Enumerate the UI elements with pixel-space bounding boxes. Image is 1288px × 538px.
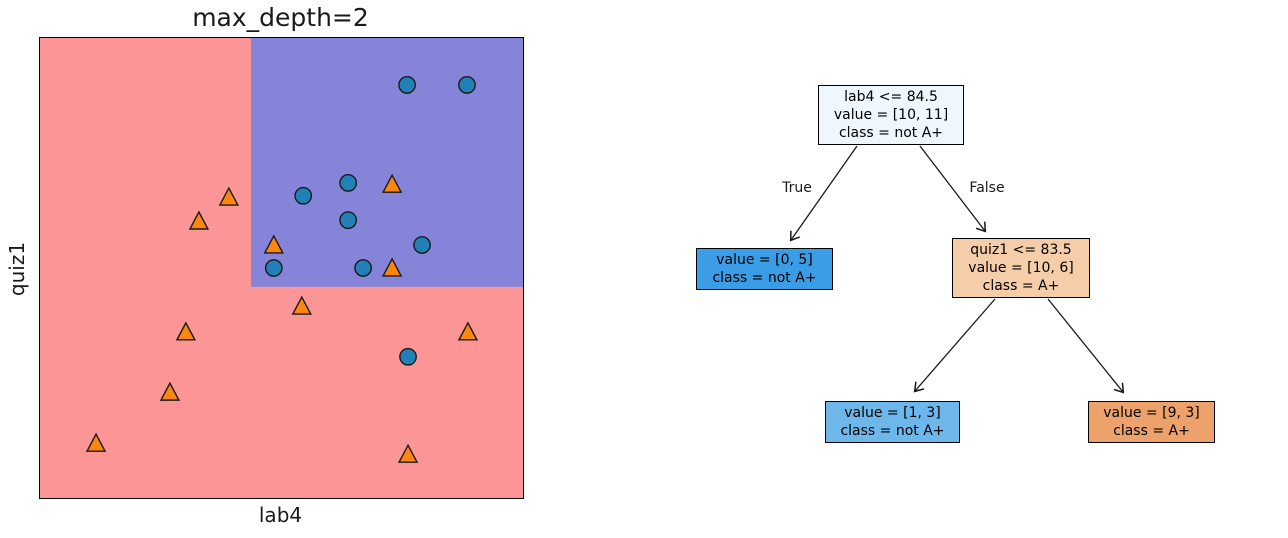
scatter-point-triangle (188, 210, 210, 230)
scatter-plot-svg (40, 38, 523, 498)
scatter-point-triangle (159, 381, 181, 401)
scatter-point-circle (399, 347, 417, 366)
tree-node-root-condition: lab4 <= 84.5 (844, 89, 938, 105)
tree-node-bottom-left-leaf-class: class = not A+ (840, 423, 945, 439)
scatter-point-circle (398, 76, 416, 94)
tree-node-root: lab4 <= 84.5 value = [10, 11] class = no… (818, 85, 964, 145)
tree-node-root-value: value = [10, 11] (833, 107, 949, 123)
tree-edge-label-true: True (782, 180, 812, 196)
scatter-point-circle (458, 76, 476, 94)
scatter-point-triangle (85, 432, 107, 452)
tree-node-bottom-right-leaf-value: value = [9, 3] (1103, 405, 1200, 421)
tree-node-bottom-right-leaf-class: class = A+ (1113, 423, 1190, 439)
tree-edge-right-node-left-arrow (913, 298, 996, 393)
tree-node-bottom-left-leaf: value = [1, 3] class = not A+ (825, 401, 960, 443)
scatter-point-circle (354, 259, 373, 277)
scatter-point-triangle (381, 257, 403, 277)
tree-node-right-split-class: class = A+ (982, 278, 1060, 294)
tree-node-bottom-right-leaf: value = [9, 3] class = A+ (1088, 401, 1215, 443)
scatter-point-circle (339, 211, 358, 230)
scatter-point-triangle (381, 173, 403, 193)
scatter-point-triangle (291, 295, 312, 315)
decision-boundary-plot (39, 37, 524, 499)
scatter-point-triangle (457, 321, 479, 341)
tree-edge-label-false: False (969, 180, 1005, 196)
tree-node-right-split-value: value = [10, 6] (968, 260, 1074, 276)
positive-class-region (251, 38, 523, 287)
scatter-point-triangle (263, 234, 284, 254)
plot-title: max_depth=2 (192, 3, 369, 32)
scatter-point-triangle (397, 443, 419, 463)
y-axis-label-text: quiz1 (5, 241, 29, 297)
tree-node-left-leaf: value = [0, 5] class = not A+ (696, 248, 833, 290)
tree-node-bottom-left-leaf-value: value = [1, 3] (844, 405, 941, 421)
scatter-point-triangle (218, 186, 240, 206)
scatter-point-circle (339, 173, 358, 192)
x-axis-label: lab4 (258, 503, 303, 527)
tree-node-left-leaf-value: value = [0, 5] (716, 252, 813, 268)
scatter-point-circle (413, 236, 431, 254)
scatter-point-triangle (175, 321, 197, 341)
scatter-point-circle (264, 259, 283, 277)
tree-node-root-class: class = not A+ (838, 125, 944, 141)
tree-node-right-split: quiz1 <= 83.5 value = [10, 6] class = A+ (952, 238, 1090, 298)
tree-node-left-leaf-class: class = not A+ (712, 270, 817, 286)
tree-edge-right-node-right-arrow (1047, 298, 1125, 394)
tree-node-right-split-condition: quiz1 <= 83.5 (970, 242, 1072, 258)
scatter-point-circle (294, 186, 313, 205)
